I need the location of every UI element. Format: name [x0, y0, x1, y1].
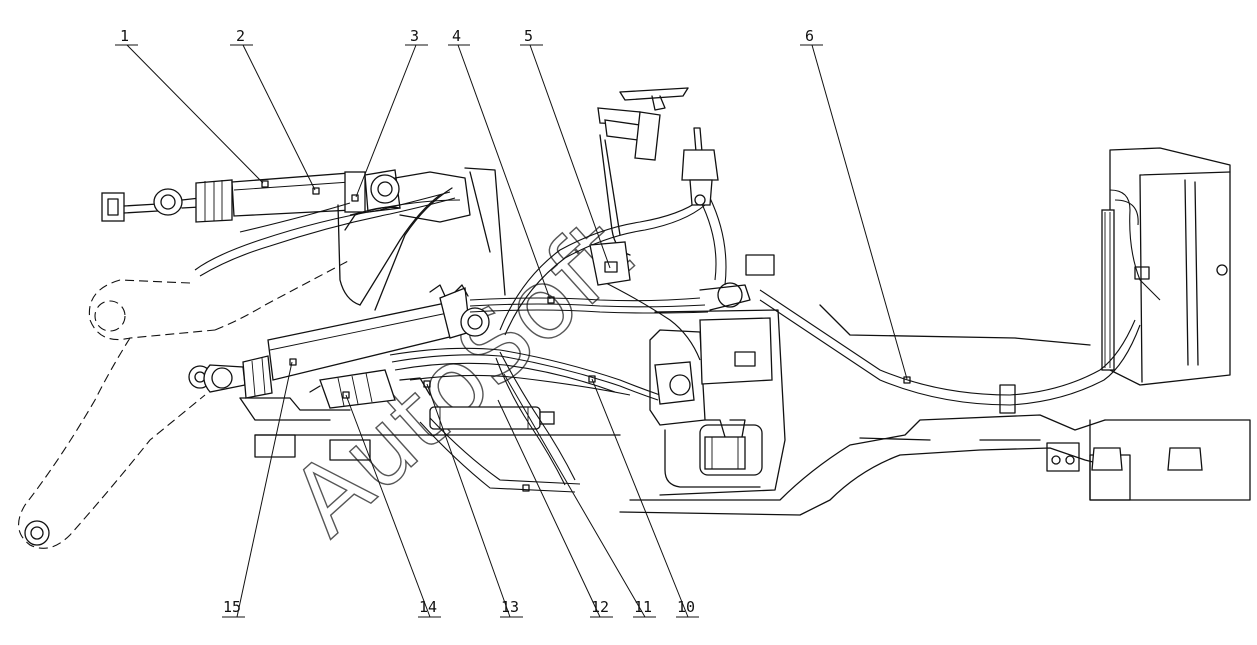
svg-text:12: 12 — [591, 598, 609, 616]
hydraulic-hose-bundle — [194, 191, 727, 493]
callout-6: 6 — [800, 27, 908, 380]
svg-text:3: 3 — [410, 27, 419, 45]
svg-text:2: 2 — [236, 27, 245, 45]
svg-text:11: 11 — [634, 598, 652, 616]
hydraulic-tank-cylinder — [429, 406, 555, 430]
upper-tilt-cylinder — [101, 169, 401, 223]
return-hose-to-radiator — [759, 289, 1141, 414]
lift-cylinder — [203, 284, 490, 399]
svg-text:10: 10 — [677, 598, 695, 616]
callout-4: 4 — [448, 27, 551, 300]
callout-15: 15 — [222, 361, 293, 618]
control-valve-block — [309, 369, 431, 409]
svg-text:4: 4 — [452, 27, 461, 45]
callout-1: 1 — [115, 27, 264, 184]
callout-12: 12 — [497, 399, 613, 618]
svg-text:14: 14 — [419, 598, 437, 616]
part-markers — [261, 180, 911, 492]
main-chassis-frame — [619, 304, 1251, 516]
callout-3: 3 — [355, 27, 428, 198]
pilot-joystick-valve — [681, 127, 719, 206]
callout-11: 11 — [503, 373, 656, 618]
callout-13: 13 — [426, 383, 523, 618]
radiator-and-cooler — [1101, 147, 1231, 386]
svg-text:15: 15 — [223, 598, 241, 616]
callout-14: 14 — [345, 394, 441, 618]
part-callouts: 1 2 3 4 5 6 15 — [115, 27, 908, 618]
callout-2: 2 — [230, 27, 316, 191]
pump-and-transmission — [649, 254, 786, 496]
svg-text:13: 13 — [501, 598, 519, 616]
svg-text:1: 1 — [120, 27, 129, 45]
callout-10: 10 — [591, 378, 699, 618]
svg-text:5: 5 — [524, 27, 533, 45]
svg-text:6: 6 — [805, 27, 814, 45]
callout-5: 5 — [520, 27, 611, 269]
steering-column-and-seat — [589, 87, 689, 286]
